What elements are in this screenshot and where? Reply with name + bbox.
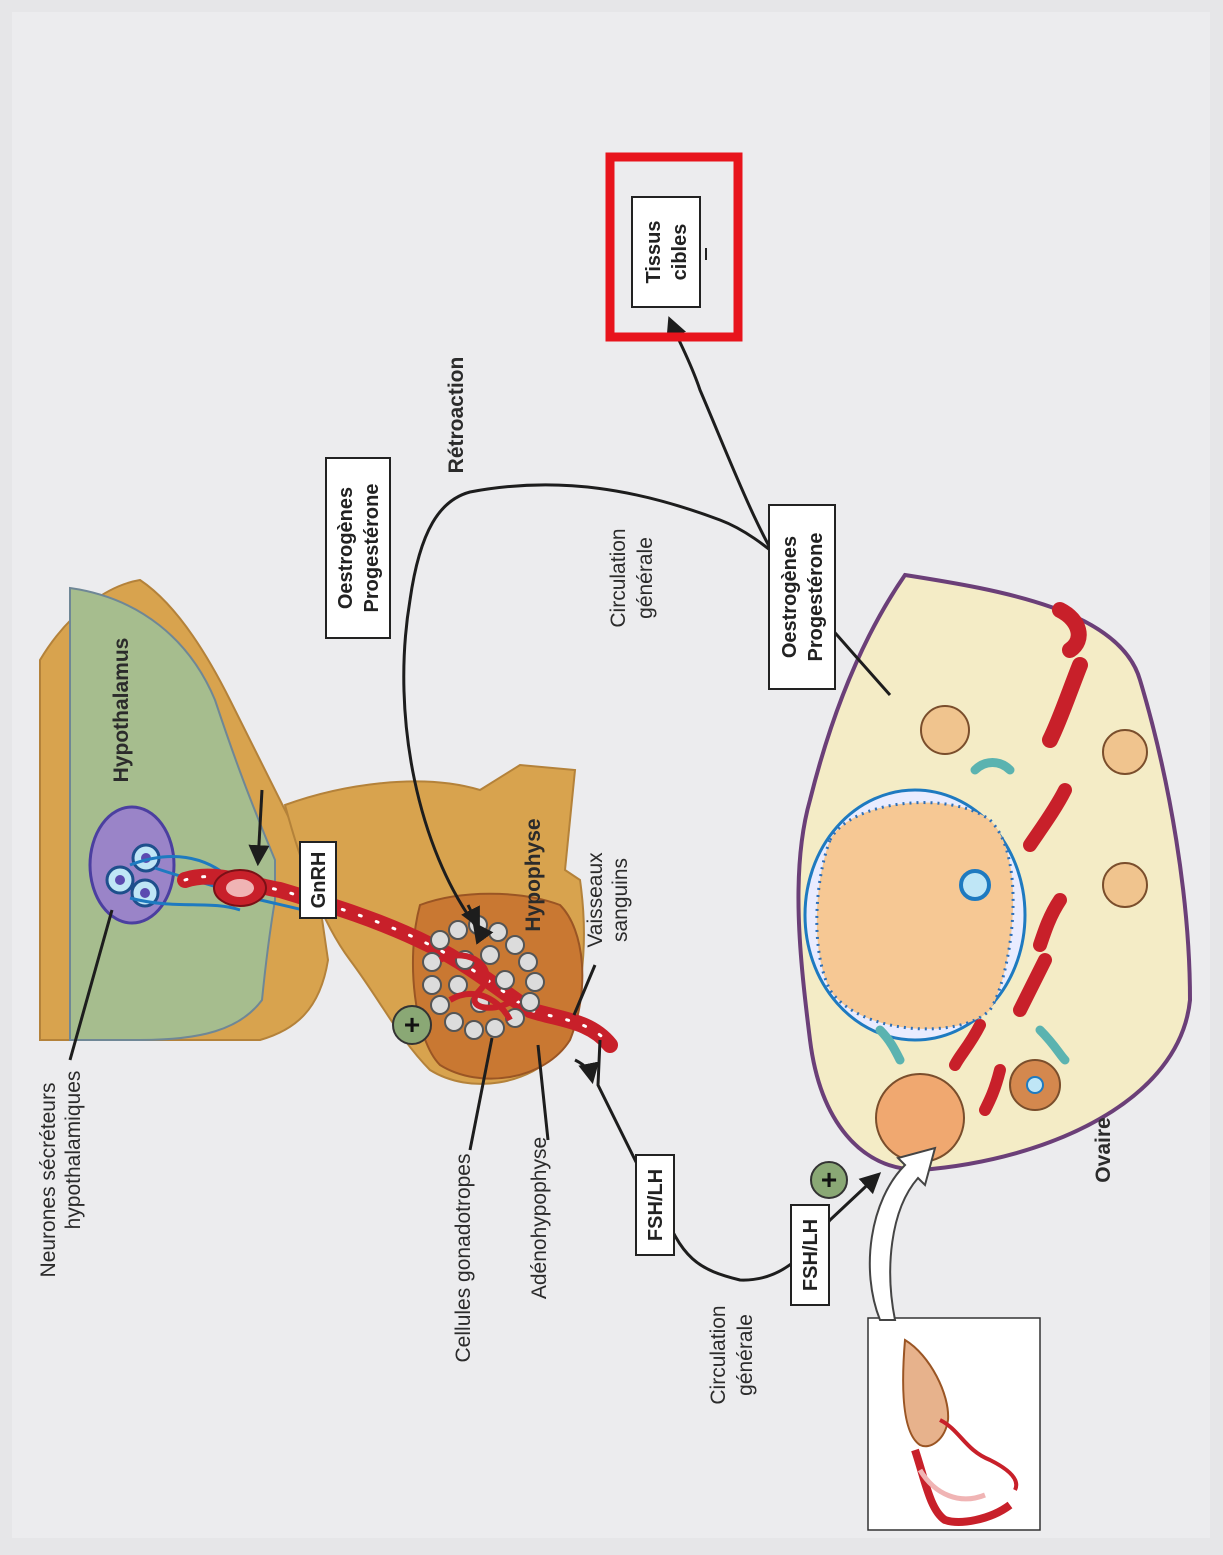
fsh-lh-box-1: FSH/LH	[636, 1155, 674, 1255]
oestro-top-line2: Progestérone	[361, 484, 383, 613]
cellules-label: Cellules gonadotropes	[452, 1154, 475, 1363]
ovaire-label: Ovaire	[1092, 1117, 1115, 1182]
tissus-line1: Tissus	[643, 221, 665, 284]
fsh-lh-label-1: FSH/LH	[645, 1169, 667, 1241]
circulation-bottom-line1: Circulation	[707, 1305, 730, 1404]
fsh-lh-box-2: FSH/LH	[791, 1205, 829, 1305]
oestro-box-top: Oestrogènes Progestérone	[326, 458, 390, 638]
stimulation-badge-ovaire: +	[811, 1162, 847, 1198]
hypothalamus-label: Hypothalamus	[110, 638, 133, 783]
tissus-cibles-box: Tissus cibles	[632, 197, 700, 307]
circulation-top-line2: générale	[634, 537, 657, 619]
vaisseaux-label-line1: Vaisseaux	[584, 852, 607, 948]
plus-symbol-1: +	[404, 1009, 420, 1040]
anatomy-inset	[868, 1318, 1040, 1530]
oestro-mid-line1: Oestrogènes	[779, 536, 801, 658]
vaisseaux-label-line2: sanguins	[609, 858, 632, 942]
oestro-top-line1: Oestrogènes	[335, 487, 357, 609]
circulation-top-line1: Circulation	[607, 528, 630, 627]
stimulation-badge-hypophyse: +	[393, 1006, 431, 1044]
gnrh-label: GnRH	[308, 852, 330, 909]
oestro-mid-line2: Progestérone	[805, 533, 827, 662]
tissus-line2: cibles	[669, 224, 691, 281]
adenohypophyse-label: Adénohypophyse	[528, 1137, 551, 1299]
hypophyse-label: Hypophyse	[522, 818, 545, 931]
fsh-lh-label-2: FSH/LH	[800, 1219, 822, 1291]
plus-symbol-2: +	[821, 1164, 837, 1195]
retroaction-label: Rétroaction	[445, 357, 468, 474]
oestro-box-mid: Oestrogènes Progestérone	[769, 505, 835, 689]
ovary	[798, 575, 1190, 1170]
neurones-label-line2: hypothalamiques	[62, 1071, 85, 1230]
circulation-bottom-line2: générale	[734, 1314, 757, 1396]
neurones-label-line1: Neurones sécréteurs	[37, 1083, 60, 1278]
gnrh-box: GnRH	[300, 842, 336, 918]
